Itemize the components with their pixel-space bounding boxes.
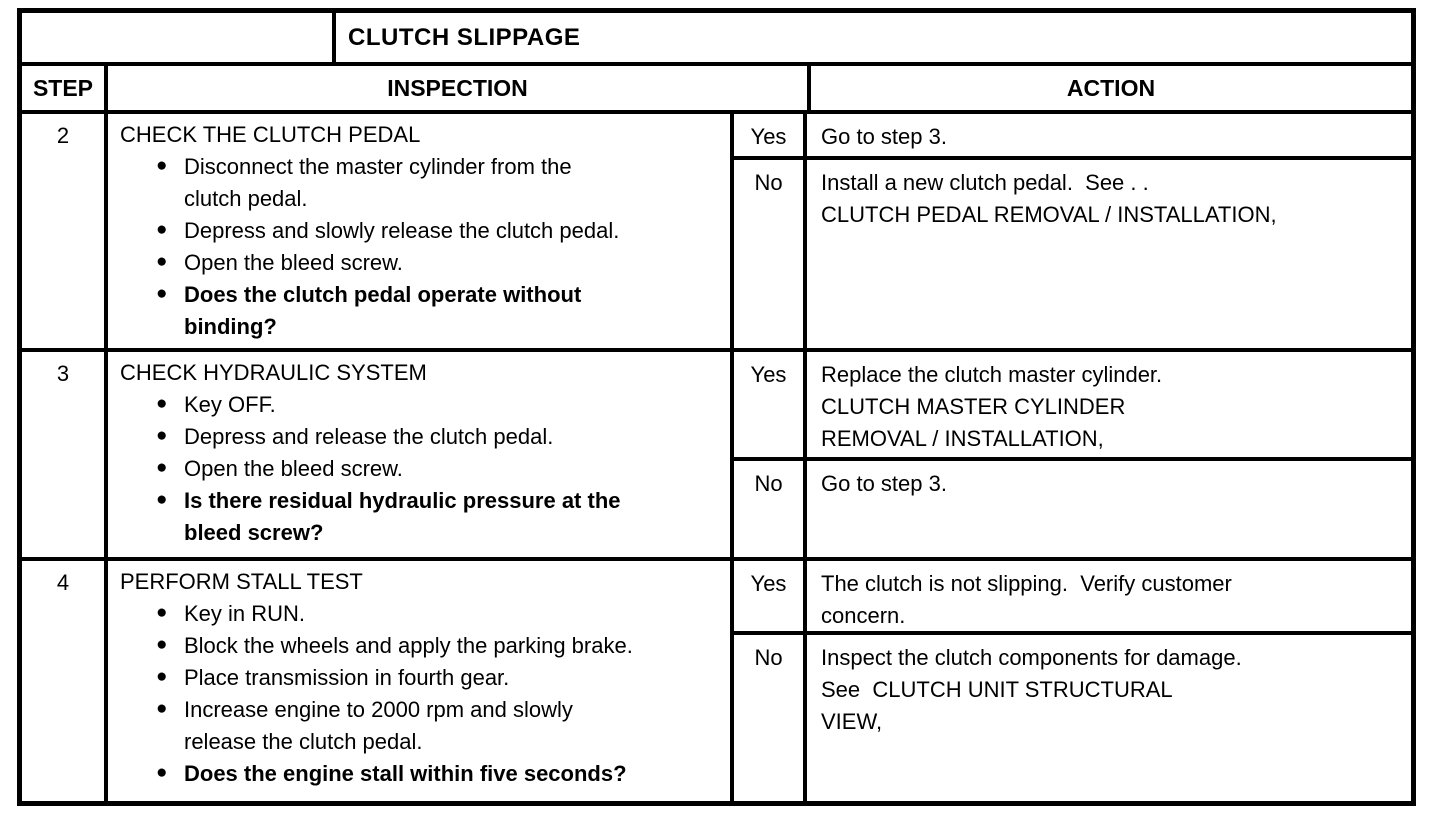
column-header-step: STEP xyxy=(22,66,108,110)
action-cell: Replace the clutch master cylinder. CLUT… xyxy=(821,362,1163,451)
table-body: 2 CHECK THE CLUTCH PEDAL ● Disconnect the m… xyxy=(22,114,1411,801)
action-cell: Go to step 3. xyxy=(821,471,947,496)
column-header-inspection: INSPECTION xyxy=(108,66,811,110)
action-cell: Install a new clutch pedal. See . . CLUT… xyxy=(821,170,1277,227)
bullet-text: Does the clutch pedal operate without bi… xyxy=(184,282,582,339)
bullet-icon: ● xyxy=(156,219,168,240)
inspection-bullet: ● Does the clutch pedal operate without b… xyxy=(120,279,722,343)
inspection-bullet: ● Depress and release the clutch pedal. xyxy=(120,421,722,453)
inspection-bullet: ● Key in RUN. xyxy=(120,598,722,630)
step-row: 4 PERFORM STALL TEST ● Key in RUN. ● Block th… xyxy=(22,561,1411,801)
title-empty-cell xyxy=(22,13,336,62)
bullet-icon: ● xyxy=(156,698,168,719)
answer-cell: No xyxy=(734,461,807,557)
bullet-text: Disconnect the master cylinder from the … xyxy=(184,154,572,211)
inspection-bullet: ● Does the engine stall within five secon… xyxy=(120,758,722,790)
action-cell: Go to step 3. xyxy=(821,124,947,149)
step-row: 3 CHECK HYDRAULIC SYSTEM ● Key OFF. ● Depress… xyxy=(22,352,1411,561)
bullet-icon: ● xyxy=(156,602,168,623)
answer-cell: No xyxy=(734,160,807,348)
action-cell: The clutch is not slipping. Verify custo… xyxy=(821,571,1232,628)
step-number-cell: 2 xyxy=(22,114,108,348)
column-header-action: ACTION xyxy=(1066,74,1156,101)
bullet-icon: ● xyxy=(156,393,168,414)
table-header-row: STEP INSPECTION ACTION xyxy=(22,66,1411,114)
answer-cell: Yes xyxy=(734,561,807,631)
bullet-text: Is there residual hydraulic pressure at … xyxy=(184,488,621,545)
inspection-cell: PERFORM STALL TEST ● Key in RUN. ● Block the… xyxy=(108,561,734,801)
result-row: Yes Go to step 3. xyxy=(734,114,1411,160)
inspection-bullet: ● Is there residual hydraulic pressure at… xyxy=(120,485,722,549)
answer-cell: Yes xyxy=(734,114,807,156)
bullet-icon: ● xyxy=(156,251,168,272)
result-row: No Go to step 3. xyxy=(734,461,1411,557)
inspection-cell: CHECK HYDRAULIC SYSTEM ● Key OFF. ● Depress … xyxy=(108,352,734,557)
bullet-text: Does the engine stall within five second… xyxy=(184,761,627,786)
troubleshooting-table: CLUTCH SLIPPAGE STEP INSPECTION ACTION 2… xyxy=(17,8,1416,806)
inspection-bullet: ● Depress and slowly release the clutch p… xyxy=(120,215,722,247)
inspection-bullet: ● Place transmission in fourth gear. xyxy=(120,662,722,694)
inspection-heading: CHECK HYDRAULIC SYSTEM xyxy=(120,360,427,385)
table-title: CLUTCH SLIPPAGE xyxy=(348,23,581,51)
inspection-cell: CHECK THE CLUTCH PEDAL ● Disconnect the ma… xyxy=(108,114,734,348)
bullet-text: Open the bleed screw. xyxy=(184,456,403,481)
action-cell: Inspect the clutch components for damage… xyxy=(821,645,1242,734)
bullet-text: Key OFF. xyxy=(184,392,276,417)
bullet-text: Depress and release the clutch pedal. xyxy=(184,424,554,449)
inspection-bullet: ● Open the bleed screw. xyxy=(120,247,722,279)
bullet-text: Open the bleed screw. xyxy=(184,250,403,275)
bullet-icon: ● xyxy=(156,155,168,176)
table-title-row: CLUTCH SLIPPAGE xyxy=(22,13,1411,66)
bullet-icon: ● xyxy=(156,634,168,655)
step-number-cell: 3 xyxy=(22,352,108,557)
inspection-bullet: ● Disconnect the master cylinder from the… xyxy=(120,151,722,215)
inspection-heading: CHECK THE CLUTCH PEDAL xyxy=(120,122,421,147)
bullet-text: Depress and slowly release the clutch pe… xyxy=(184,218,620,243)
bullet-icon: ● xyxy=(156,457,168,478)
inspection-bullet: ● Open the bleed screw. xyxy=(120,453,722,485)
bullet-text: Key in RUN. xyxy=(184,601,306,626)
bullet-icon: ● xyxy=(156,425,168,446)
answer-cell: Yes xyxy=(734,352,807,457)
bullet-text: Block the wheels and apply the parking b… xyxy=(184,633,633,658)
bullet-text: Increase engine to 2000 rpm and slowly r… xyxy=(184,697,573,754)
inspection-bullet: ● Key OFF. xyxy=(120,389,722,421)
step-row: 2 CHECK THE CLUTCH PEDAL ● Disconnect the m… xyxy=(22,114,1411,352)
bullet-text: Place transmission in fourth gear. xyxy=(184,665,510,690)
bullet-icon: ● xyxy=(156,762,168,783)
step-number-cell: 4 xyxy=(22,561,108,801)
bullet-icon: ● xyxy=(156,666,168,687)
inspection-heading: PERFORM STALL TEST xyxy=(120,569,363,594)
inspection-bullet: ● Increase engine to 2000 rpm and slowly … xyxy=(120,694,722,758)
inspection-bullet: ● Block the wheels and apply the parking … xyxy=(120,630,722,662)
bullet-icon: ● xyxy=(156,489,168,510)
bullet-icon: ● xyxy=(156,283,168,304)
answer-cell: No xyxy=(734,635,807,801)
